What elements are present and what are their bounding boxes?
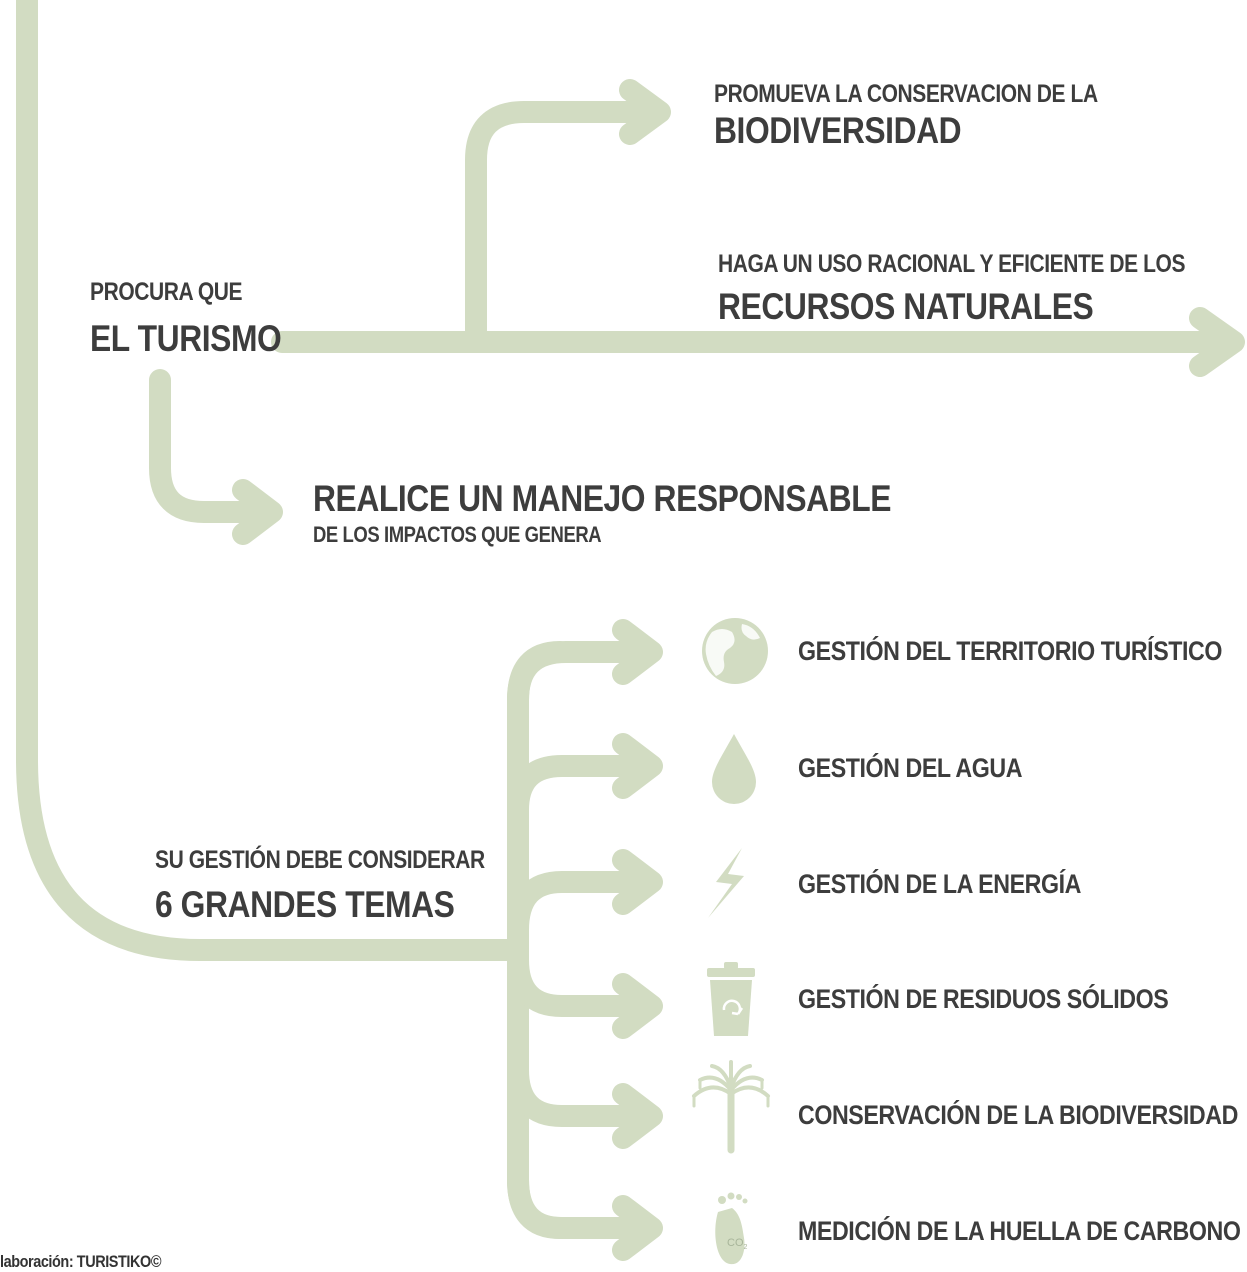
topic-label-biodiversidad: CONSERVACIÓN DE LA BIODIVERSIDAD [798,1100,1238,1130]
manejo-line1: REALICE UN MANEJO RESPONSABLE [313,478,892,519]
manejo-line2: DE LOS IMPACTOS QUE GENERA [313,522,602,547]
topic-arrow-5 [612,1083,663,1149]
main-trunk-line [16,0,521,961]
biodiversidad-line2: BIODIVERSIDAD [714,110,962,151]
gestion-line2: 6 GRANDES TEMAS [155,884,455,925]
topic-label-territorio: GESTIÓN DEL TERRITORIO TURÍSTICO [798,636,1223,666]
manejo-arrow [232,479,283,545]
globe-icon [702,618,768,684]
araucaria-tree-icon [692,1060,770,1154]
topic-arrow-3 [612,849,663,915]
biodiversidad-line1: PROMUEVA LA CONSERVACION DE LA [714,80,1098,108]
topic-link-6 [507,1169,651,1239]
topic-label-huella-carbono: MEDICIÓN DE LA HUELLA DE CARBONO [798,1216,1241,1246]
footer-credit: laboración: TURISTIKO© [0,1252,162,1271]
topic-link-5 [507,1059,651,1127]
biodiversidad-arrow [619,79,671,145]
manejo-branch-line [149,369,273,523]
turismo-line2: EL TURISMO [90,318,282,359]
water-drop-icon [712,734,756,804]
turismo-line1: PROCURA QUE [90,278,243,306]
topic-label-residuos: GESTIÓN DE RESIDUOS SÓLIDOS [798,984,1169,1014]
connector-lines [16,0,1245,1261]
topic-label-energia: GESTIÓN DE LA ENERGÍA [798,869,1081,899]
topic-arrow-4 [612,973,663,1039]
recursos-arrow [1189,307,1245,377]
gestion-line1: SU GESTIÓN DEBE CONSIDERAR [155,846,485,874]
co2-label: CO2 [727,1237,748,1251]
topic-arrow-1 [612,619,663,685]
recursos-line1: HAGA UN USO RACIONAL Y EFICIENTE DE LOS [718,250,1186,278]
topic-link-4 [507,949,651,1017]
topic-link-3 [507,871,651,941]
lightning-icon [708,848,744,918]
recursos-line2: RECURSOS NATURALES [718,286,1094,327]
carbon-footprint-icon: CO2 [715,1192,748,1265]
topic-arrow-2 [612,733,663,799]
topic-arrow-6 [612,1195,663,1261]
topics-branch-line [507,641,571,1239]
topic-link-1 [507,641,651,711]
topic-link-2 [507,755,651,821]
topic-label-agua: GESTIÓN DEL AGUA [798,753,1023,783]
recycle-bin-icon [707,962,755,1036]
biodiversidad-branch-line [465,101,656,353]
